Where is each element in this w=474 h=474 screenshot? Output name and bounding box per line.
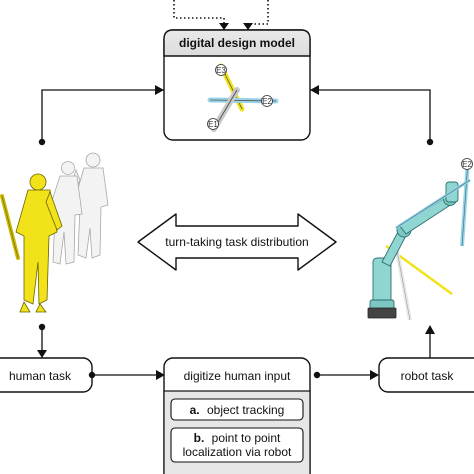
human-task-label: human task [9,369,72,383]
arrowhead-into-robot-task [370,370,379,380]
design-model-box[interactable]: digital design model [163,29,311,141]
model-to-agents-lines [41,89,431,141]
human-figures [0,152,109,313]
design-model-title: digital design model [179,36,295,50]
robot-task-box[interactable]: robot task [378,357,474,393]
turn-taking-label: turn-taking task distribution [165,235,308,249]
arrowhead-into-model-left [155,85,164,95]
human-task-box[interactable]: human task [0,357,93,393]
human-connector-dot [38,138,46,146]
robot-connector-dot [426,138,434,146]
svg-text:E3: E3 [216,66,226,75]
method-b-prefix: b. [194,431,205,445]
digitize-label: digitize human input [184,369,291,383]
turn-taking-double-arrow: turn-taking task distribution [137,213,337,271]
ghost-human-figure [48,152,109,265]
svg-text:E2: E2 [462,160,472,169]
arrowhead-into-human-task [37,350,47,358]
arrowhead-into-robot [425,325,435,334]
element-tag-e2 [261,95,273,107]
robot-task-label: robot task [401,369,455,383]
method-point-to-point[interactable]: b. point to point localization via robot [170,427,304,463]
element-tag-e3 [215,64,227,76]
human-task-dot [88,371,96,379]
method-a-text: object tracking [207,403,284,417]
method-b-line2: localization via robot [183,445,292,459]
method-b-line1: point to point [212,431,281,445]
robot-element-tag [461,158,473,170]
svg-text:b. point to point: b. point to point [194,431,281,445]
top-arrowheads [219,23,253,30]
digitize-dot [313,371,321,379]
robot-illustration: E2 [367,158,473,321]
method-a-prefix: a. [190,403,200,417]
svg-text:E1: E1 [208,120,218,129]
arrowhead-into-model-right [310,85,319,95]
element-tag-e1 [207,118,219,130]
method-object-tracking[interactable]: a. object tracking [170,398,304,421]
human-figure [0,173,63,313]
digitize-box[interactable]: digitize human input a. object tracking … [163,357,311,474]
svg-text:a. object tracking: a. object tracking [190,403,285,417]
arrowhead-into-digitize [156,370,165,380]
svg-text:E2: E2 [262,97,272,106]
human-bottom-dot [38,323,46,331]
design-model-illustration: E3 E2 E1 [207,63,279,132]
